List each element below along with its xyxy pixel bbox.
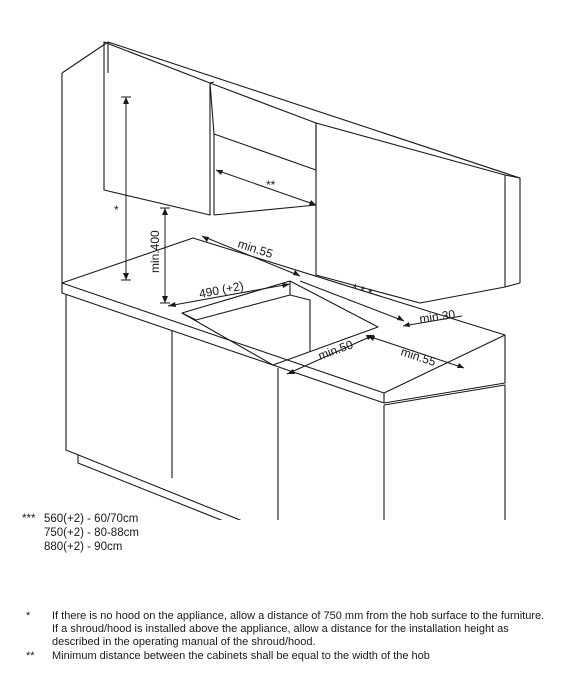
- kitchen-installation-diagram: * min.400 ** min.55 490 (+2) * * * min.3…: [61, 41, 521, 520]
- legend-row: *** 560(+2) - 60/70cm: [22, 512, 139, 526]
- upper-middle-cabinet: [209, 82, 317, 216]
- upper-right-cabinet: [315, 122, 521, 304]
- min400-label: min.400: [148, 230, 162, 273]
- back-wall: [61, 41, 521, 283]
- footnote-1: * If there is no hood on the appliance, …: [26, 610, 551, 649]
- triple-star-label: * * *: [350, 281, 374, 301]
- footnote-2-mark: **: [26, 650, 35, 662]
- legend-mark: ***: [22, 513, 36, 525]
- upper-left-cabinet: [103, 41, 215, 216]
- dimension-lines: [121, 96, 465, 375]
- legend-row-1: 560(+2) - 60/70cm: [44, 513, 139, 525]
- countertop: [61, 237, 506, 404]
- legend-row-2: 750(+2) - 80-88cm: [44, 527, 139, 539]
- footnote-2: ** Minimum distance between the cabinets…: [26, 650, 551, 663]
- hob-cutout: [181, 280, 379, 366]
- footnotes: * If there is no hood on the appliance, …: [26, 610, 551, 664]
- legend-row-3: 880(+2) - 90cm: [44, 541, 123, 553]
- base-cabinets: [65, 295, 506, 520]
- arrowheads: [123, 97, 464, 374]
- footnote-1-mark: *: [26, 610, 31, 622]
- single-star-label: *: [114, 203, 119, 217]
- double-star-label: **: [266, 178, 276, 192]
- footnote-1-text: If there is no hood on the appliance, al…: [52, 610, 545, 648]
- footnote-2-text: Minimum distance between the cabinets sh…: [52, 650, 430, 662]
- min30-label: min.30: [418, 307, 456, 326]
- width-legend: *** 560(+2) - 60/70cm 750(+2) - 80-88cm 8…: [22, 512, 139, 554]
